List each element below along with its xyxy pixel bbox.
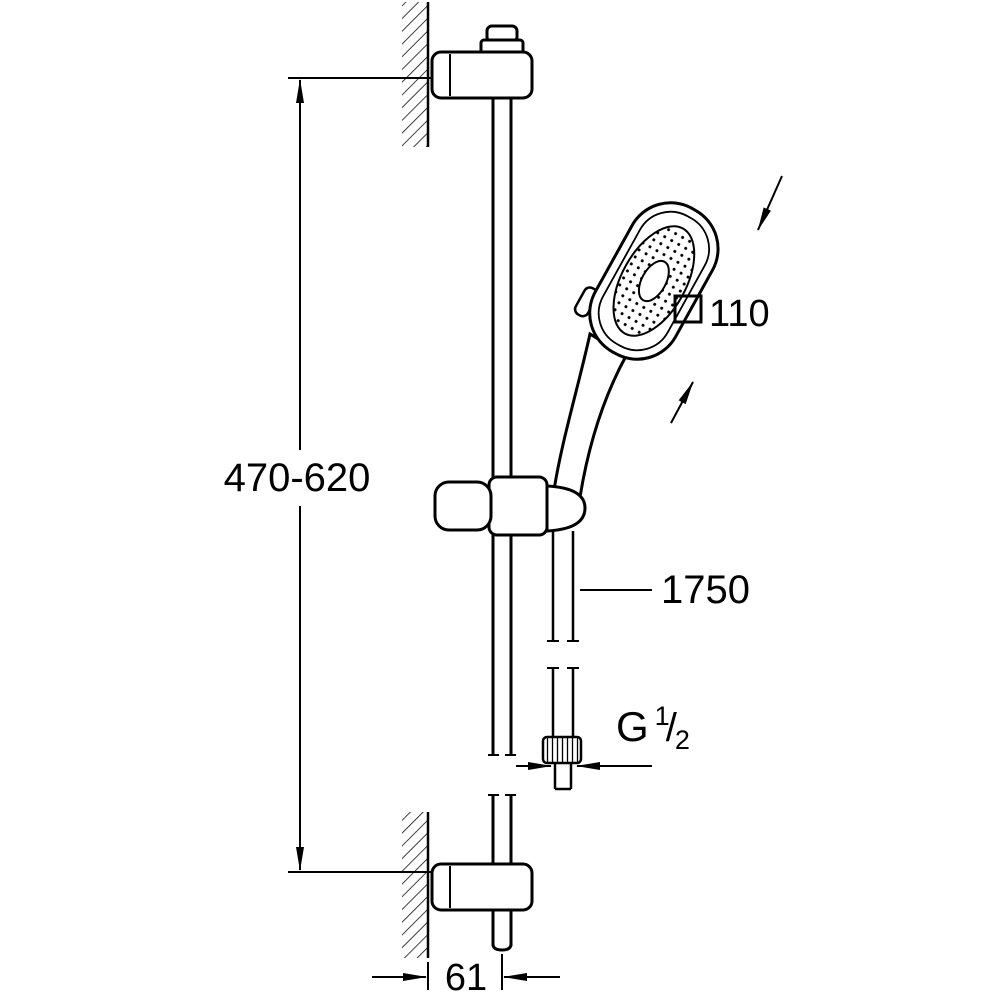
dimension-head-size: 110 xyxy=(670,175,783,424)
height-range-label: 470-620 xyxy=(224,456,371,500)
thread-label-numerator: 1 xyxy=(655,701,670,731)
hand-shower-handle xyxy=(552,331,629,499)
hose-length-label: 1750 xyxy=(661,568,750,612)
head-rim-line xyxy=(597,210,710,352)
bracket-body-bottom xyxy=(430,862,534,912)
dimension-height-range: 470-620 xyxy=(224,79,371,871)
wall-bracket-bottom xyxy=(430,862,534,912)
thread-label-g: G xyxy=(616,703,649,750)
wall-offset-label: 61 xyxy=(445,957,487,999)
head-size-label: 110 xyxy=(709,293,770,335)
hand-shower-head xyxy=(573,201,720,361)
spray-face-center-cap xyxy=(637,259,670,303)
hand-shower xyxy=(552,201,720,499)
wall-hatch-top xyxy=(402,2,428,147)
wall-bracket-top xyxy=(430,50,534,100)
slider-knob xyxy=(433,480,493,532)
slider-holder xyxy=(433,475,587,537)
rail-bottom-end xyxy=(491,943,513,952)
shower-rail xyxy=(479,24,525,952)
wall-section-bottom xyxy=(402,812,430,958)
thread-label-denominator: 2 xyxy=(675,725,690,755)
slider-body xyxy=(487,475,549,537)
bracket-body-top xyxy=(430,50,534,100)
shower-hose xyxy=(541,531,583,791)
dimension-hose-length: 1750 xyxy=(580,568,750,612)
wall-hatch-bottom xyxy=(402,812,428,958)
hose-nut-knurled xyxy=(541,735,583,765)
head-size-arrow-bottom xyxy=(670,381,694,424)
head-size-arrow-top xyxy=(757,175,783,231)
wall-section-top xyxy=(402,2,430,147)
dimension-wall-offset: 61 xyxy=(372,954,560,999)
handle-cone-cup xyxy=(545,484,587,533)
square-symbol xyxy=(673,294,703,324)
thread-label-slash: / xyxy=(666,706,678,750)
